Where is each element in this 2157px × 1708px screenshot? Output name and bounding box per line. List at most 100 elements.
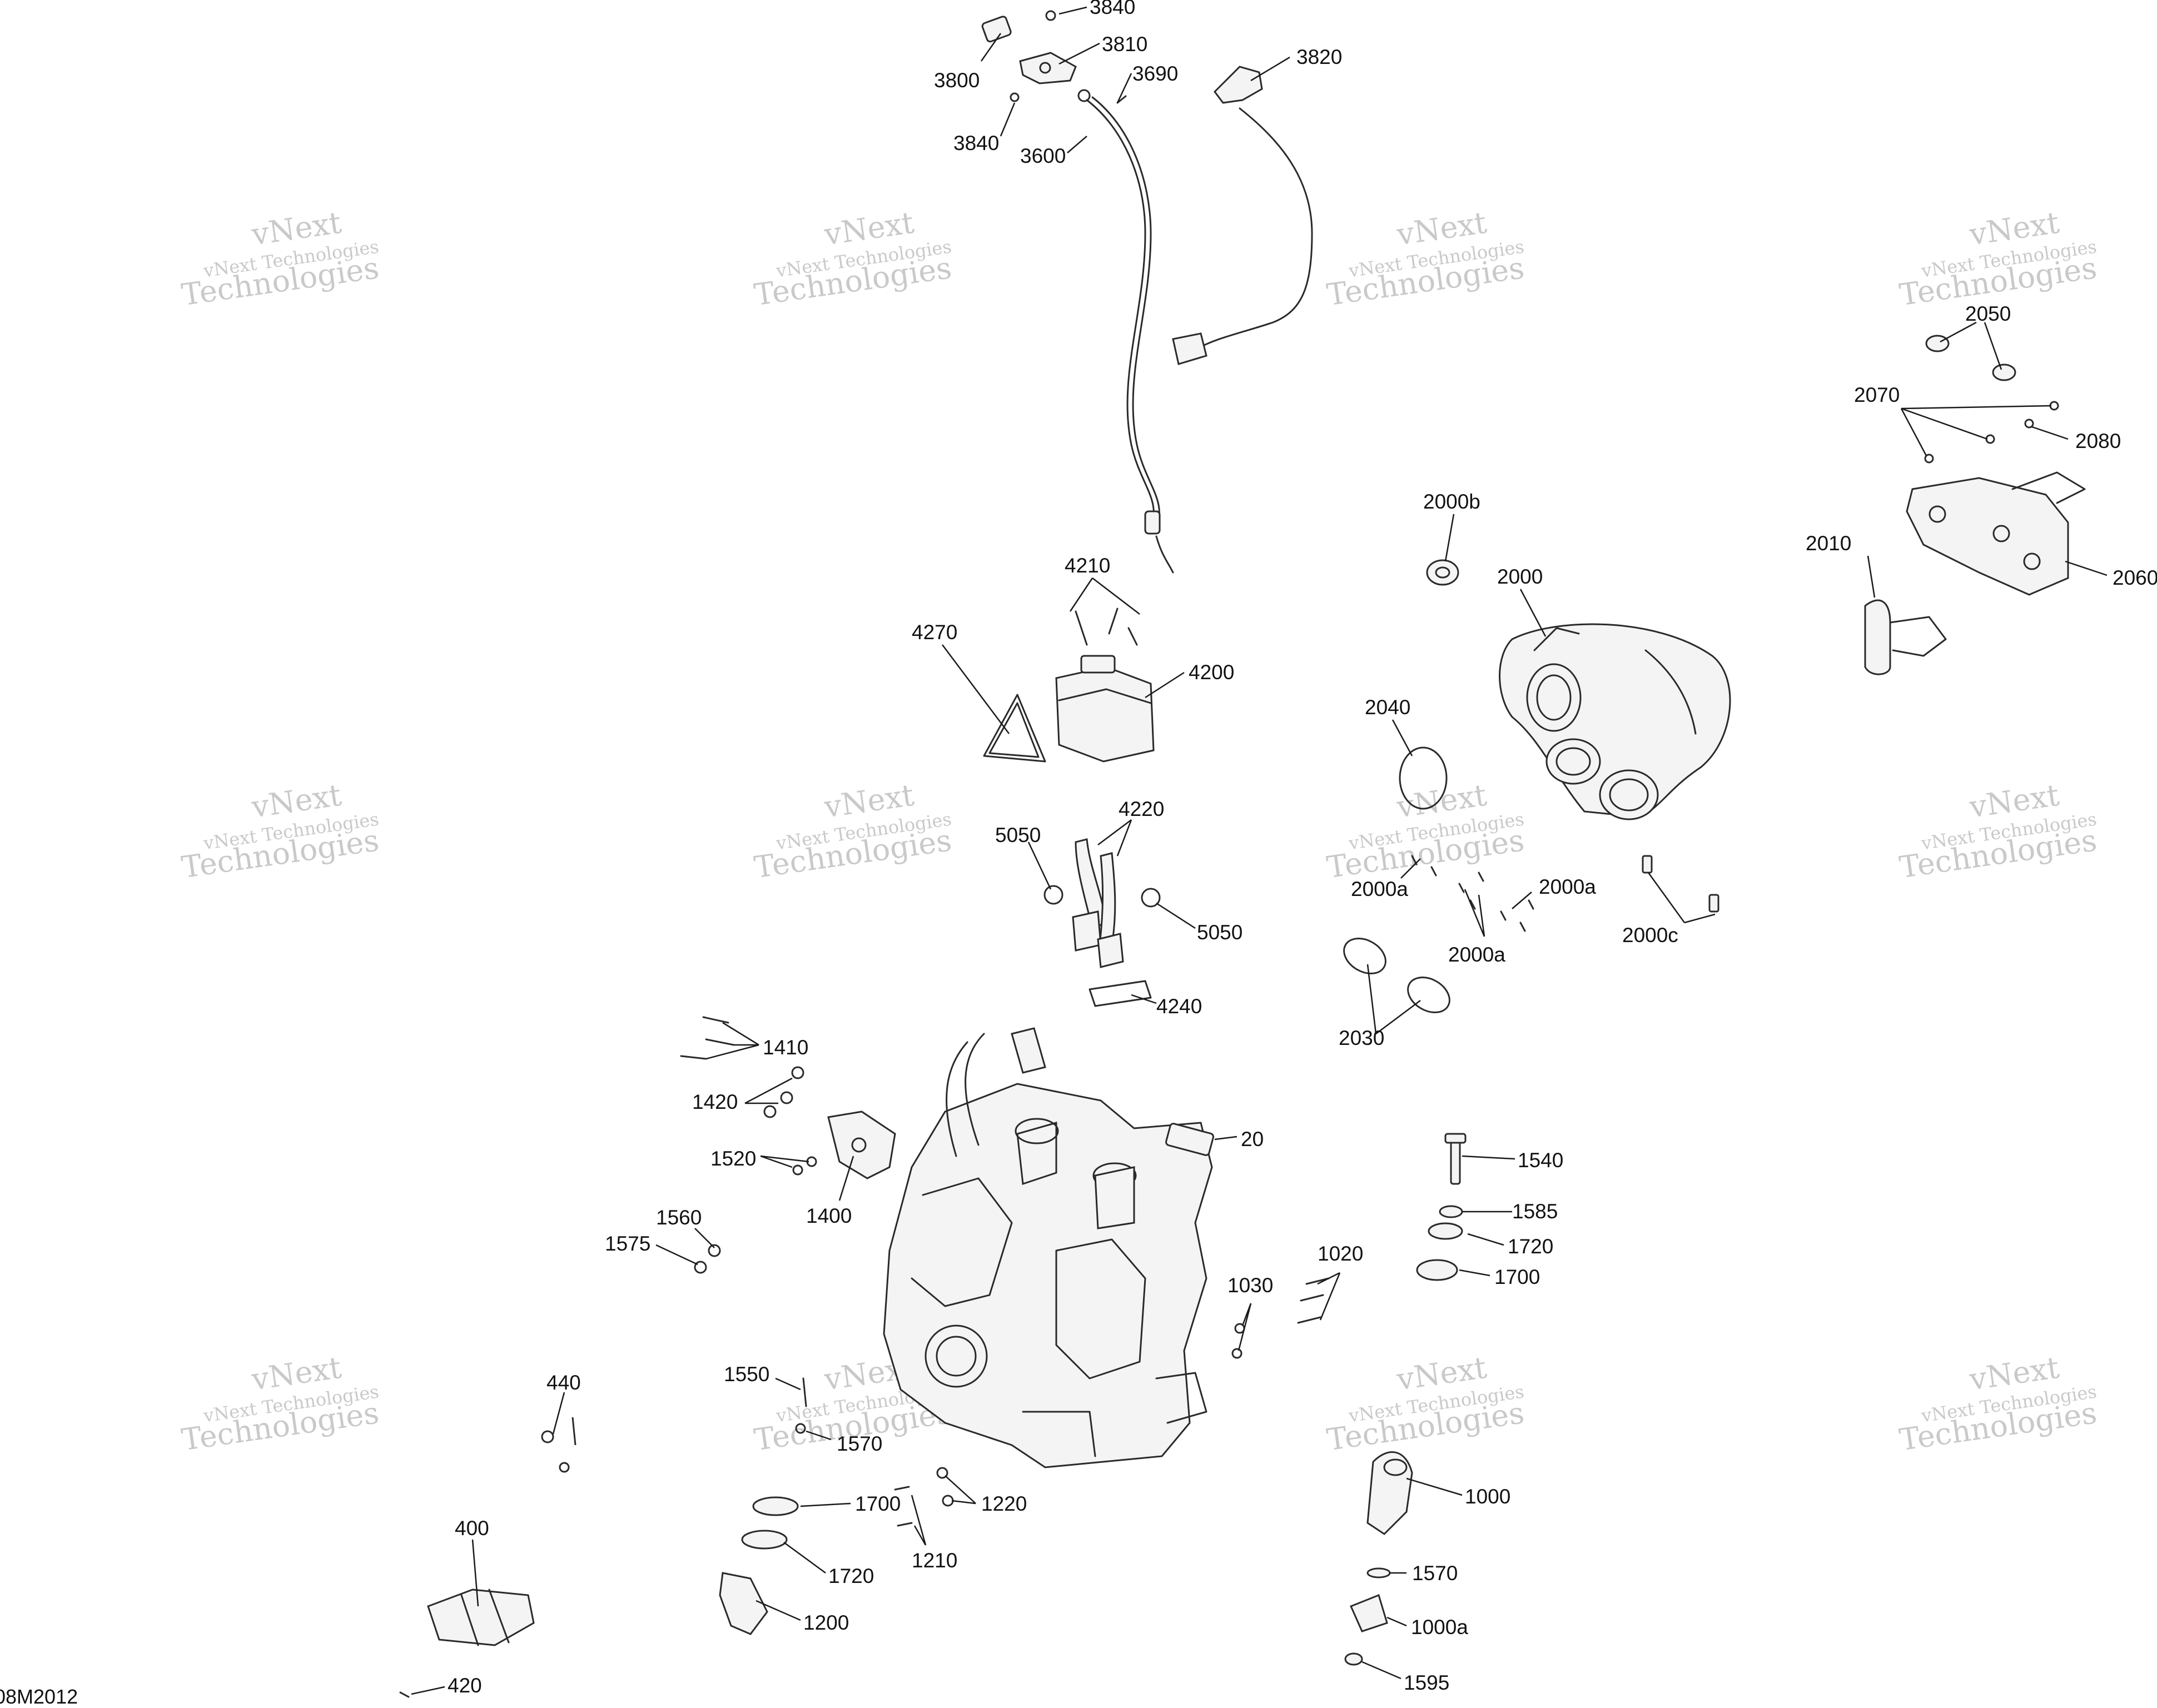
- callout-3820: 3820: [1296, 46, 1342, 68]
- leader-2040: [1391, 719, 1413, 756]
- leader-2000a1: [1400, 858, 1421, 879]
- callout-1700-left: 1700: [855, 1492, 901, 1515]
- callout-2080: 2080: [2075, 430, 2121, 452]
- callout-3690: 3690: [1132, 62, 1178, 85]
- watermark: vNext vNext Technologies Technologies: [1897, 1350, 2099, 1458]
- leader-4210b: [1092, 577, 1140, 615]
- callout-2050: 2050: [1965, 302, 2011, 325]
- leader-1420a: [744, 1077, 793, 1104]
- callout-4210: 4210: [1065, 554, 1110, 577]
- callout-1210: 1210: [912, 1549, 957, 1572]
- leader-2050a: [1940, 321, 1977, 343]
- sensor-cable-part: [1172, 66, 1313, 365]
- diagram-id: 08M2012: [0, 1685, 78, 1708]
- callout-2010: 2010: [1806, 532, 1851, 555]
- ignition-coil-part: [1043, 838, 1161, 1007]
- leader-1720b: [783, 1541, 826, 1574]
- callout-400: 400: [455, 1517, 489, 1540]
- watermark: vNext vNext Technologies Technologies: [180, 205, 381, 313]
- leader-1210b: [913, 1525, 927, 1546]
- leader-1020a: [1317, 1272, 1340, 1285]
- leader-1520a: [760, 1155, 793, 1168]
- right-side-hardware-part: [1231, 1133, 1467, 1666]
- leader-1560: [694, 1228, 715, 1248]
- leader-3800: [980, 33, 1002, 62]
- leader-2000b: [1444, 514, 1455, 562]
- leader-4240: [1131, 994, 1157, 1004]
- callout-1220: 1220: [981, 1492, 1027, 1515]
- leader-1720a: [1467, 1233, 1504, 1246]
- callout-1550: 1550: [724, 1363, 769, 1386]
- callout-3800: 3800: [934, 69, 980, 92]
- leader-1400: [838, 1156, 854, 1201]
- leader-3810: [1058, 42, 1100, 65]
- callout-1000: 1000: [1465, 1485, 1510, 1508]
- watermark: vNext vNext Technologies Technologies: [752, 205, 954, 313]
- leader-2080: [2031, 426, 2069, 440]
- callout-20: 20: [1241, 1128, 1264, 1151]
- callout-2000c: 2000c: [1622, 924, 1678, 947]
- leader-2060: [2065, 560, 2108, 576]
- watermark: vNext vNext Technologies Technologies: [752, 778, 954, 885]
- callout-1030: 1030: [1227, 1274, 1273, 1297]
- callout-2070: 2070: [1854, 384, 1900, 406]
- leader-1575: [655, 1244, 698, 1266]
- leader-2070b: [1901, 407, 1988, 440]
- leader-4220b: [1116, 819, 1132, 857]
- callout-2030: 2030: [1339, 1027, 1384, 1049]
- callout-1200: 1200: [803, 1611, 849, 1634]
- leader-4210a: [1069, 577, 1094, 612]
- callout-1020: 1020: [1318, 1242, 1363, 1265]
- leader-1200: [756, 1600, 801, 1621]
- watermark: vNext vNext Technologies Technologies: [1325, 1350, 1527, 1458]
- leader-1220b: [951, 1500, 976, 1505]
- leader-5050a: [1027, 841, 1052, 890]
- throttle-bracket-part: [981, 10, 1127, 104]
- leader-2050b: [1984, 322, 2002, 370]
- airbox-part: [1426, 559, 1731, 820]
- parts-layer: [399, 10, 2086, 1698]
- leader-1220a: [945, 1475, 976, 1504]
- leader-1030b: [1237, 1303, 1252, 1351]
- callout-2000: 2000: [1497, 565, 1543, 588]
- leader-1410c: [705, 1044, 759, 1060]
- leader-440: [552, 1392, 565, 1435]
- leader-2000ca: [1647, 872, 1686, 923]
- leader-400: [471, 1539, 479, 1607]
- engine-block-part: [883, 1027, 1214, 1468]
- callout-3840-lower: 3840: [953, 132, 999, 155]
- leader-1520b: [760, 1155, 809, 1163]
- leader-1210a: [911, 1495, 927, 1546]
- leader-20: [1214, 1136, 1237, 1141]
- watermark: vNext vNext Technologies Technologies: [1325, 778, 1527, 885]
- callout-2000a-middle: 2000a: [1448, 943, 1505, 966]
- callout-4200: 4200: [1189, 661, 1234, 684]
- leader-1550: [775, 1377, 801, 1391]
- right-bracket-part: [1864, 335, 2086, 675]
- leader-2000: [1519, 589, 1547, 637]
- leader-1570a: [806, 1430, 832, 1441]
- callout-1520: 1520: [710, 1147, 756, 1170]
- leader-1700b: [800, 1502, 851, 1507]
- leader-5050b: [1156, 902, 1196, 929]
- callout-5050-left: 5050: [995, 824, 1041, 846]
- callout-1000a: 1000a: [1411, 1616, 1468, 1639]
- callout-4220: 4220: [1119, 798, 1164, 820]
- callout-1400: 1400: [806, 1204, 852, 1227]
- leader-3840b: [1000, 102, 1016, 137]
- callout-4240: 4240: [1156, 995, 1202, 1018]
- leader-1000: [1406, 1477, 1463, 1496]
- leader-2000a3: [1512, 892, 1532, 909]
- callout-3810: 3810: [1102, 33, 1147, 56]
- callout-1575: 1575: [605, 1232, 650, 1255]
- watermark: vNext vNext Technologies Technologies: [1897, 205, 2099, 313]
- callout-420: 420: [448, 1674, 482, 1697]
- leader-1000a: [1386, 1616, 1407, 1627]
- leader-2000a2b: [1478, 894, 1485, 937]
- leader-1410a: [722, 1022, 759, 1046]
- ecu-module-part: [983, 607, 1155, 763]
- leader-3690: [1116, 73, 1132, 103]
- watermark-layer: vNext vNext Technologies Technologies vN…: [180, 205, 2099, 1458]
- callout-1700-right: 1700: [1494, 1266, 1540, 1288]
